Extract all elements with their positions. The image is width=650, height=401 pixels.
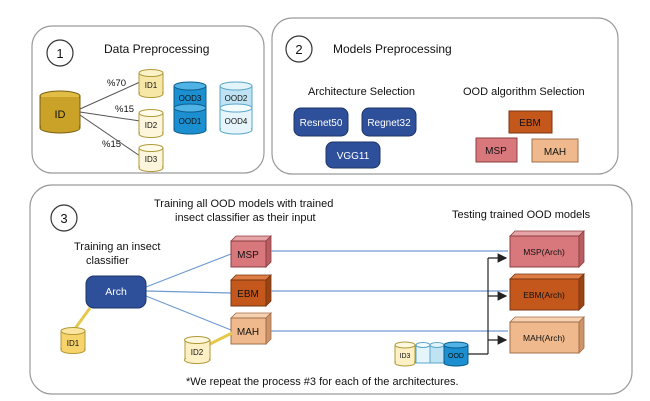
arch-label: Arch <box>105 286 127 298</box>
id1-training-label: ID1 <box>67 339 80 348</box>
panel3-number: 3 <box>60 211 67 226</box>
id2-cylinder: ID2 <box>138 109 164 138</box>
mah-arch-block: MAH(Arch) <box>509 316 585 354</box>
id-dataset-cylinder: ID <box>39 90 81 134</box>
msp-training-label: MSP <box>237 250 259 261</box>
ood2-label: OOD2 <box>225 94 248 103</box>
id2-training-label: ID2 <box>191 348 204 357</box>
mah-training-label: MAH <box>237 327 259 338</box>
id1-cylinder: ID1 <box>138 69 164 98</box>
ebm-label: EBM <box>519 118 541 129</box>
split-15-label-1: %15 <box>115 104 134 115</box>
panel1-number: 1 <box>56 46 63 61</box>
panel2-number: 2 <box>295 42 302 57</box>
msp-arch-label: MSP(Arch) <box>523 247 565 257</box>
ood3-cylinder: OOD3 <box>173 81 207 109</box>
split-15-label-2: %15 <box>102 139 121 150</box>
panel2-title: Models Preprocessing <box>333 42 452 56</box>
msp-training-block: MSP <box>230 235 272 268</box>
ebm-training-label: EBM <box>237 289 259 300</box>
id3-cylinder: ID3 <box>138 144 164 172</box>
mah-arch-label: MAH(Arch) <box>523 333 565 343</box>
ebm-arch-label: EBM(Arch) <box>523 290 565 300</box>
msp-label: MSP <box>485 146 507 157</box>
ood4-label: OOD4 <box>225 117 248 126</box>
ebm-block: EBM <box>508 110 553 134</box>
test-data-stack: ID3 OOD <box>394 341 469 367</box>
panel-models-preprocessing: 2 Models Preprocessing Architecture Sele… <box>271 17 619 175</box>
footnote: *We repeat the process #3 for each of th… <box>186 376 459 388</box>
ood1-cylinder: OOD1 <box>173 103 207 135</box>
resnet50-block: Resnet50 <box>293 107 349 137</box>
ebm-training-block: EBM <box>230 274 272 307</box>
msp-arch-block: MSP(Arch) <box>509 230 585 268</box>
mah-training-block: MAH <box>230 312 272 345</box>
ood-testing-label: OOD <box>448 353 464 360</box>
insect-classifier-title-line1: Training an insect <box>74 241 160 253</box>
panel1-title: Data Preprocessing <box>104 42 209 56</box>
id2-label: ID2 <box>145 121 158 130</box>
ood4-cylinder: OOD4 <box>219 103 253 135</box>
ood2-cylinder: OOD2 <box>219 81 253 109</box>
id-label: ID <box>55 109 66 121</box>
id2-cylinder-training: ID2 <box>184 336 211 364</box>
panel-training-testing: 3 Training all OOD models with trained i… <box>29 184 633 395</box>
architecture-selection-title: Architecture Selection <box>308 86 415 98</box>
resnet50-label: Resnet50 <box>300 118 343 129</box>
connector-arch-msp <box>145 253 232 288</box>
msp-block: MSP <box>475 137 518 163</box>
connector-arch-ebm <box>145 290 232 294</box>
vgg11-label: VGG11 <box>337 151 370 162</box>
ebm-arch-block: EBM(Arch) <box>509 273 585 311</box>
connector-arch-mah <box>145 295 232 331</box>
mah-block: MAH <box>531 138 579 163</box>
id3-testing-label: ID3 <box>400 353 411 360</box>
ood-algorithm-selection-title: OOD algorithm Selection <box>463 86 585 98</box>
arrow-id1-arch <box>72 307 92 331</box>
arrow-id2-mah <box>209 331 233 346</box>
insect-classifier-title-line2: classifier <box>86 255 129 267</box>
ood1-label: OOD1 <box>179 117 202 126</box>
training-all-title-line2: insect classifier as their input <box>175 212 316 224</box>
id3-cylinder-testing: ID3 <box>394 341 416 367</box>
regnet32-block: Regnet32 <box>361 107 417 137</box>
split-70-label: %70 <box>107 78 126 89</box>
training-all-title-line1: Training all OOD models with trained <box>154 198 333 210</box>
id1-label: ID1 <box>145 81 158 90</box>
mah-label: MAH <box>544 147 566 158</box>
panel-data-preprocessing: 1 Data Preprocessing ID %70 %15 %15 ID1 <box>31 25 265 174</box>
regnet32-label: Regnet32 <box>367 118 411 129</box>
id1-cylinder-training: ID1 <box>60 327 86 354</box>
vgg11-block: VGG11 <box>325 141 381 169</box>
testing-title: Testing trained OOD models <box>452 209 591 221</box>
arch-block: Arch <box>85 275 147 309</box>
ood3-label: OOD3 <box>179 94 202 103</box>
id3-label: ID3 <box>145 155 158 164</box>
